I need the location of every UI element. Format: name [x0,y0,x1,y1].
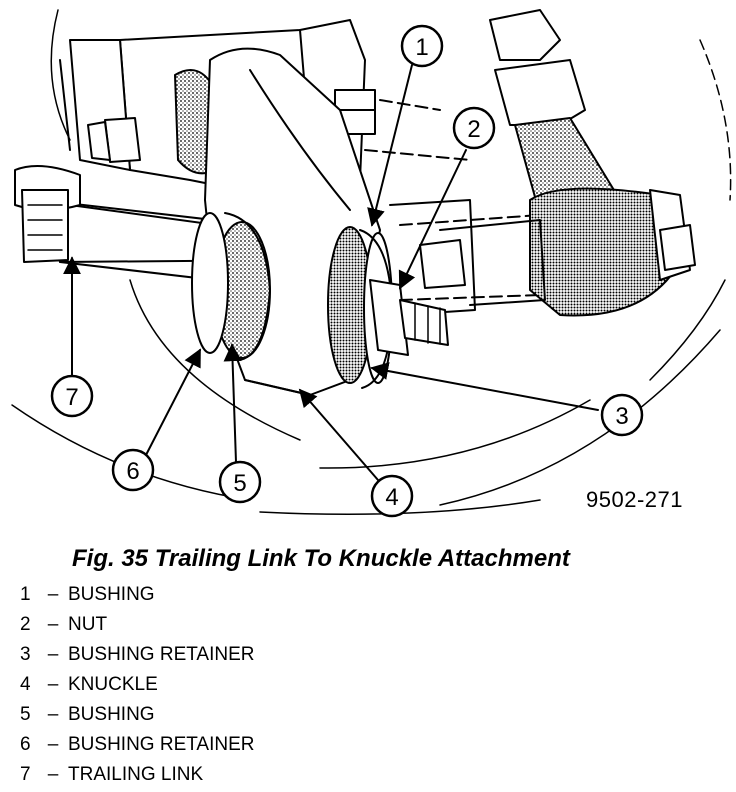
legend-dash: – [47,644,59,665]
legend-label: KNUCKLE [68,674,158,695]
svg-text:3: 3 [615,403,628,430]
legend-number: 3 [20,644,31,665]
figure-caption: Fig. 35 Trailing Link To Knuckle Attachm… [72,545,570,572]
callout-2: 2 [452,106,496,150]
legend-number: 2 [20,614,31,635]
svg-text:2: 2 [467,116,480,143]
legend-number: 4 [20,674,31,695]
tie-rod-end [439,9,696,317]
callout-4: 4 [370,474,414,518]
svg-text:4: 4 [385,484,398,511]
legend-list: 1–BUSHING 2–NUT 3–BUSHING RETAINER 4–KNU… [20,580,255,790]
legend-dash: – [47,764,59,785]
suspension-diagram: 1 2 3 4 5 6 7 [11,9,732,518]
legend-dash: – [47,614,59,635]
legend-item: 4–KNUCKLE [20,670,255,700]
trailing-link [14,165,301,291]
svg-text:6: 6 [126,458,139,485]
legend-dash: – [47,674,59,695]
legend-item: 6–BUSHING RETAINER [20,730,255,760]
wheel-arc-lines [11,9,732,516]
legend-label: TRAILING LINK [68,764,204,785]
legend-label: BUSHING RETAINER [68,734,255,755]
callout-1: 1 [400,24,444,68]
callout-6: 6 [111,448,155,492]
legend-dash: – [47,734,59,755]
legend-item: 2–NUT [20,610,255,640]
legend-number: 5 [20,704,31,725]
leader-lines [63,64,599,481]
callout-3: 3 [600,393,644,437]
legend-dash: – [47,704,59,725]
svg-text:7: 7 [65,384,78,411]
legend-item: 7–TRAILING LINK [20,760,255,790]
legend-label: BUSHING [68,704,155,725]
legend-label: BUSHING [68,584,155,605]
legend-number: 6 [20,734,31,755]
bushing-5-assembly [191,212,271,361]
callout-7: 7 [50,374,94,418]
legend-item: 5–BUSHING [20,700,255,730]
legend-item: 3–BUSHING RETAINER [20,640,255,670]
callout-5: 5 [218,460,262,504]
svg-text:5: 5 [233,470,246,497]
svg-text:1: 1 [415,34,428,61]
nut-and-bolt [369,239,466,356]
legend-dash: – [47,584,59,605]
legend-number: 7 [20,764,31,785]
legend-label: BUSHING RETAINER [68,644,255,665]
legend-label: NUT [68,614,108,635]
legend-item: 1–BUSHING [20,580,255,610]
legend-number: 1 [20,584,31,605]
drawing-id: 9502-271 [586,487,683,512]
